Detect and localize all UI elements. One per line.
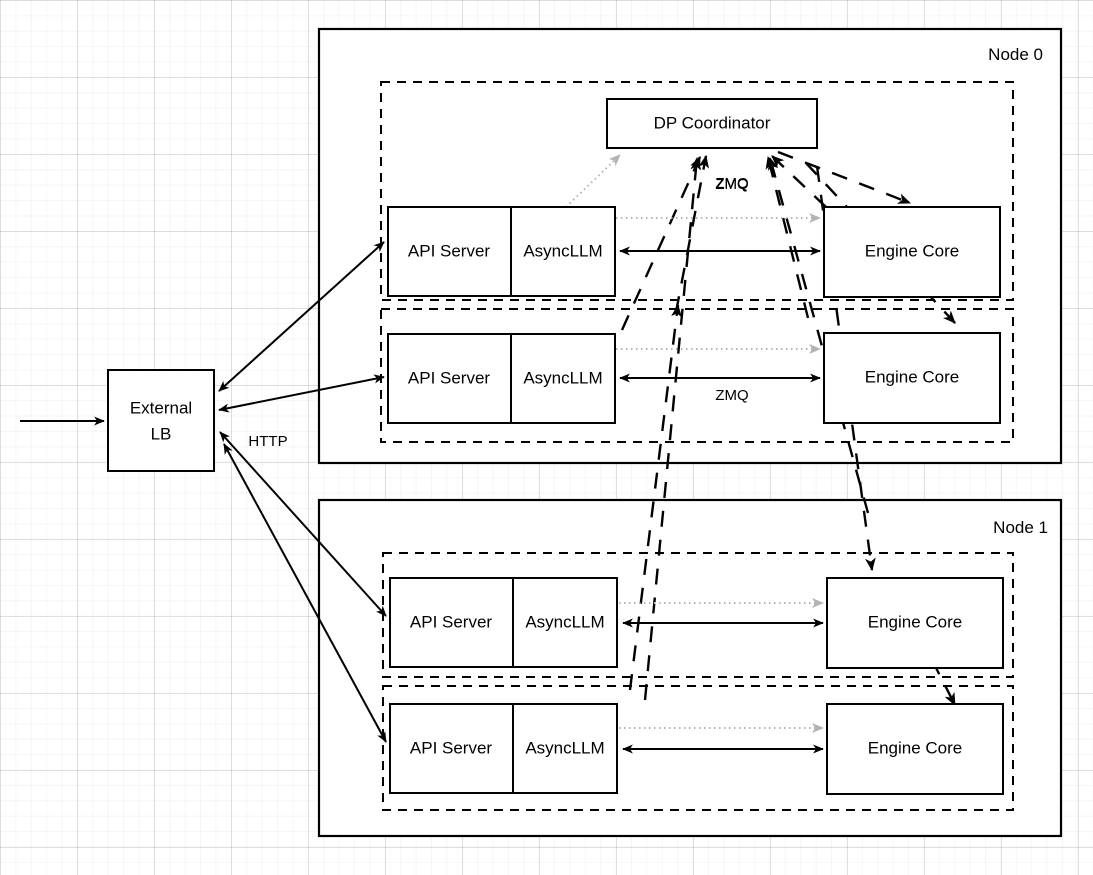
engine-core-label-0-1: Engine Core <box>865 367 960 386</box>
lb-to-api-server-1-1 <box>223 443 387 743</box>
node-1-label: Node 1 <box>993 518 1048 537</box>
http-label: HTTP <box>248 433 287 450</box>
async-llm-label-1-0: AsyncLLM <box>525 612 604 631</box>
engine-core-box-0-0[interactable] <box>823 206 1001 298</box>
api-server-unit-0-0[interactable] <box>387 206 616 297</box>
async-llm-label-1-1: AsyncLLM <box>525 738 604 757</box>
api-server-label-0-1: API Server <box>408 368 491 387</box>
engine-core-box-1-1[interactable] <box>826 703 1004 795</box>
external-lb-box[interactable] <box>107 369 215 472</box>
api-server-unit-1-1[interactable] <box>389 703 618 794</box>
engine-core-label-1-0: Engine Core <box>868 612 963 631</box>
zmq-dashed-link-f <box>771 155 827 208</box>
engine-core-box-0-1[interactable] <box>823 332 1001 424</box>
api-server-unit-1-0[interactable] <box>389 577 618 668</box>
dp-coordinator-box[interactable] <box>606 98 818 149</box>
dp-coordinator-label: DP Coordinator <box>654 113 771 132</box>
zmq-dashed-link-a <box>620 156 702 331</box>
api-server-label-1-0: API Server <box>410 612 493 631</box>
api-server-label-0-0: API Server <box>408 241 491 260</box>
node-0-group-0-boundary <box>380 81 1014 301</box>
node-1-group-1-boundary <box>382 685 1014 811</box>
api-server-label-1-1: API Server <box>410 738 493 757</box>
zmq-dashed-link-e <box>767 156 870 514</box>
external-lb-label-line2: LB <box>151 424 172 443</box>
coordinator-to-engine-0-0 <box>777 150 912 205</box>
coordinator-zmq-label: ZMQ <box>715 176 748 193</box>
external-lb-label-line1: External <box>130 398 192 417</box>
engine-core-label-1-1: Engine Core <box>868 738 963 757</box>
node-0-label: Node 0 <box>988 45 1043 64</box>
zmq-label-0-1: ZMQ <box>715 387 748 404</box>
async-llm-label-0-1: AsyncLLM <box>523 368 602 387</box>
engine-core-box-1-0[interactable] <box>826 577 1004 669</box>
zmq-label-0-0: ZMQ <box>715 175 748 192</box>
api-server-unit-0-1[interactable] <box>387 333 616 424</box>
zmq-dashed-link-b <box>643 156 702 701</box>
lb-to-api-server-0-0 <box>218 241 385 392</box>
lb-to-api-server-0-1 <box>218 374 385 413</box>
engine-core-label-0-0: Engine Core <box>865 241 960 260</box>
async-llm-label-0-0: AsyncLLM <box>523 241 602 260</box>
